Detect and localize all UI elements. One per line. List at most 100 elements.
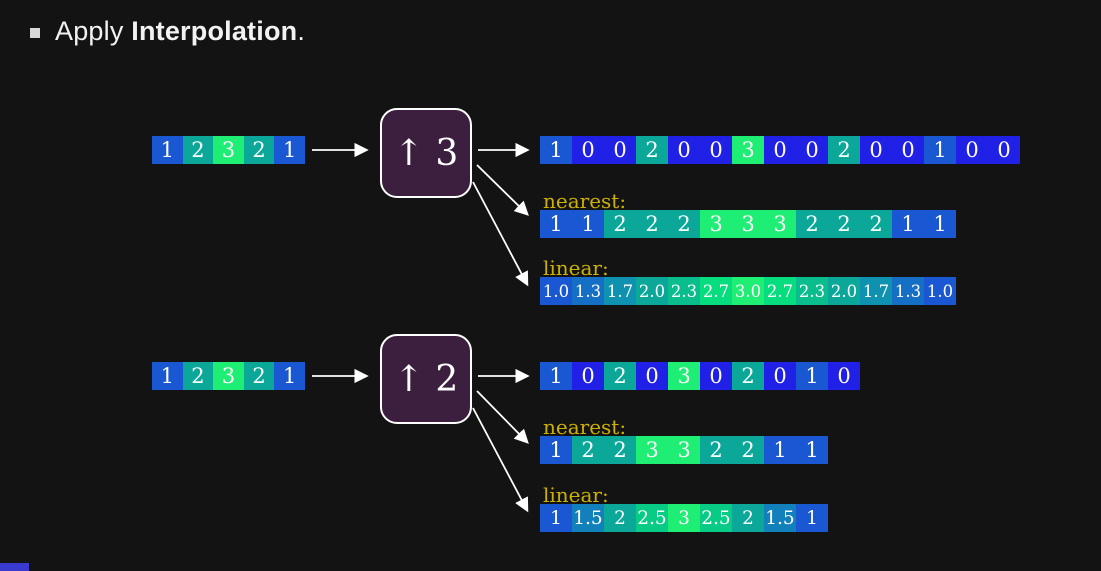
- cell-value: 2.0: [828, 277, 860, 305]
- upsample-box-1: ↑ 3: [380, 108, 472, 198]
- cell-value: 2: [604, 362, 636, 390]
- cell-value: 2: [604, 436, 636, 464]
- cell-value: 0: [988, 136, 1020, 164]
- cell-value: 0: [572, 362, 604, 390]
- cell-value: 1: [796, 436, 828, 464]
- cell-value: 3: [732, 136, 764, 164]
- upsample-factor-label-1: ↑ 3: [393, 132, 459, 174]
- cell-value: 1.7: [604, 277, 636, 305]
- upsample-factor-label-2: ↑ 2: [393, 358, 459, 400]
- cell-value: 2: [636, 210, 668, 238]
- cell-value: 1: [152, 362, 183, 390]
- cell-value: 3: [700, 210, 732, 238]
- cell-value: 2: [732, 436, 764, 464]
- bullet-square-icon: [30, 28, 40, 38]
- page-title: Apply Interpolation.: [55, 16, 305, 47]
- cell-value: 1: [572, 210, 604, 238]
- cell-value: 3: [764, 210, 796, 238]
- cell-value: 0: [700, 136, 732, 164]
- cell-value: 3: [213, 362, 244, 390]
- cell-value: 1: [892, 210, 924, 238]
- cell-value: 2: [182, 362, 214, 390]
- title-regular: Apply: [55, 16, 132, 46]
- cell-value: 1: [796, 362, 828, 390]
- cell-value: 0: [892, 136, 924, 164]
- cell-value: 2: [572, 436, 604, 464]
- cell-value: 1: [540, 136, 572, 164]
- cell-value: 3: [732, 210, 764, 238]
- cell-value: 2: [243, 362, 275, 390]
- cell-value: 2: [604, 210, 636, 238]
- cell-value: 2: [182, 136, 214, 164]
- cell-value: 1.3: [572, 277, 604, 305]
- cell-value: 0: [764, 362, 796, 390]
- cell-value: 2.3: [796, 277, 828, 305]
- cell-value: 3: [213, 136, 244, 164]
- cell-value: 1.0: [540, 277, 572, 305]
- cell-value: 1: [924, 210, 956, 238]
- cell-value: 2.7: [764, 277, 796, 305]
- cell-value: 2: [636, 136, 668, 164]
- slide-progress-bar: [0, 563, 29, 571]
- cell-value: 2.3: [668, 277, 700, 305]
- cell-value: 3.0: [732, 277, 764, 305]
- cell-value: 1.7: [860, 277, 892, 305]
- cell-value: 2: [860, 210, 892, 238]
- nearest-label-2: nearest:: [543, 415, 627, 439]
- arrow-box2-to-nearest: [476, 390, 529, 444]
- cell-value: 3: [668, 504, 700, 532]
- cell-value: 1: [274, 136, 305, 164]
- cell-value: 0: [828, 362, 860, 390]
- cell-value: 2: [732, 362, 764, 390]
- cell-value: 2: [243, 136, 275, 164]
- cell-value: 2.0: [636, 277, 668, 305]
- cell-value: 0: [796, 136, 828, 164]
- cell-value: 2: [828, 136, 860, 164]
- cell-value: 1: [924, 136, 956, 164]
- cell-value: 3: [636, 436, 668, 464]
- title-bold: Interpolation: [131, 16, 298, 46]
- cell-value: 0: [604, 136, 636, 164]
- cell-value: 2: [700, 436, 732, 464]
- cell-value: 0: [860, 136, 892, 164]
- arrow-box2-to-linear: [472, 407, 529, 513]
- cell-value: 2: [796, 210, 828, 238]
- cell-value: 0: [764, 136, 796, 164]
- cell-value: 1.5: [572, 504, 604, 532]
- cell-value: 1: [764, 436, 796, 464]
- cell-value: 2.5: [700, 504, 732, 532]
- cell-value: 1: [540, 362, 572, 390]
- nearest-label-1: nearest:: [543, 189, 627, 213]
- arrow-box1-to-nearest: [476, 164, 529, 216]
- cell-value: 0: [572, 136, 604, 164]
- linear-label-1: linear:: [543, 256, 609, 280]
- cell-value: 0: [668, 136, 700, 164]
- bullet-item: Apply Interpolation.: [30, 16, 305, 47]
- cell-value: 2: [668, 210, 700, 238]
- cell-value: 2.5: [636, 504, 668, 532]
- cell-value: 0: [956, 136, 988, 164]
- arrow-box1-to-linear: [472, 181, 529, 287]
- upsample-box-2: ↑ 2: [380, 334, 472, 424]
- cell-value: 1: [274, 362, 305, 390]
- cell-value: 2.7: [700, 277, 732, 305]
- cell-value: 1.3: [892, 277, 924, 305]
- cell-value: 1.5: [764, 504, 796, 532]
- cell-value: 1: [540, 504, 572, 532]
- cell-value: 0: [700, 362, 732, 390]
- cell-value: 1.0: [924, 277, 956, 305]
- cell-value: 3: [668, 436, 700, 464]
- cell-value: 1: [540, 210, 572, 238]
- linear-label-2: linear:: [543, 483, 609, 507]
- cell-value: 3: [668, 362, 700, 390]
- cell-value: 1: [152, 136, 183, 164]
